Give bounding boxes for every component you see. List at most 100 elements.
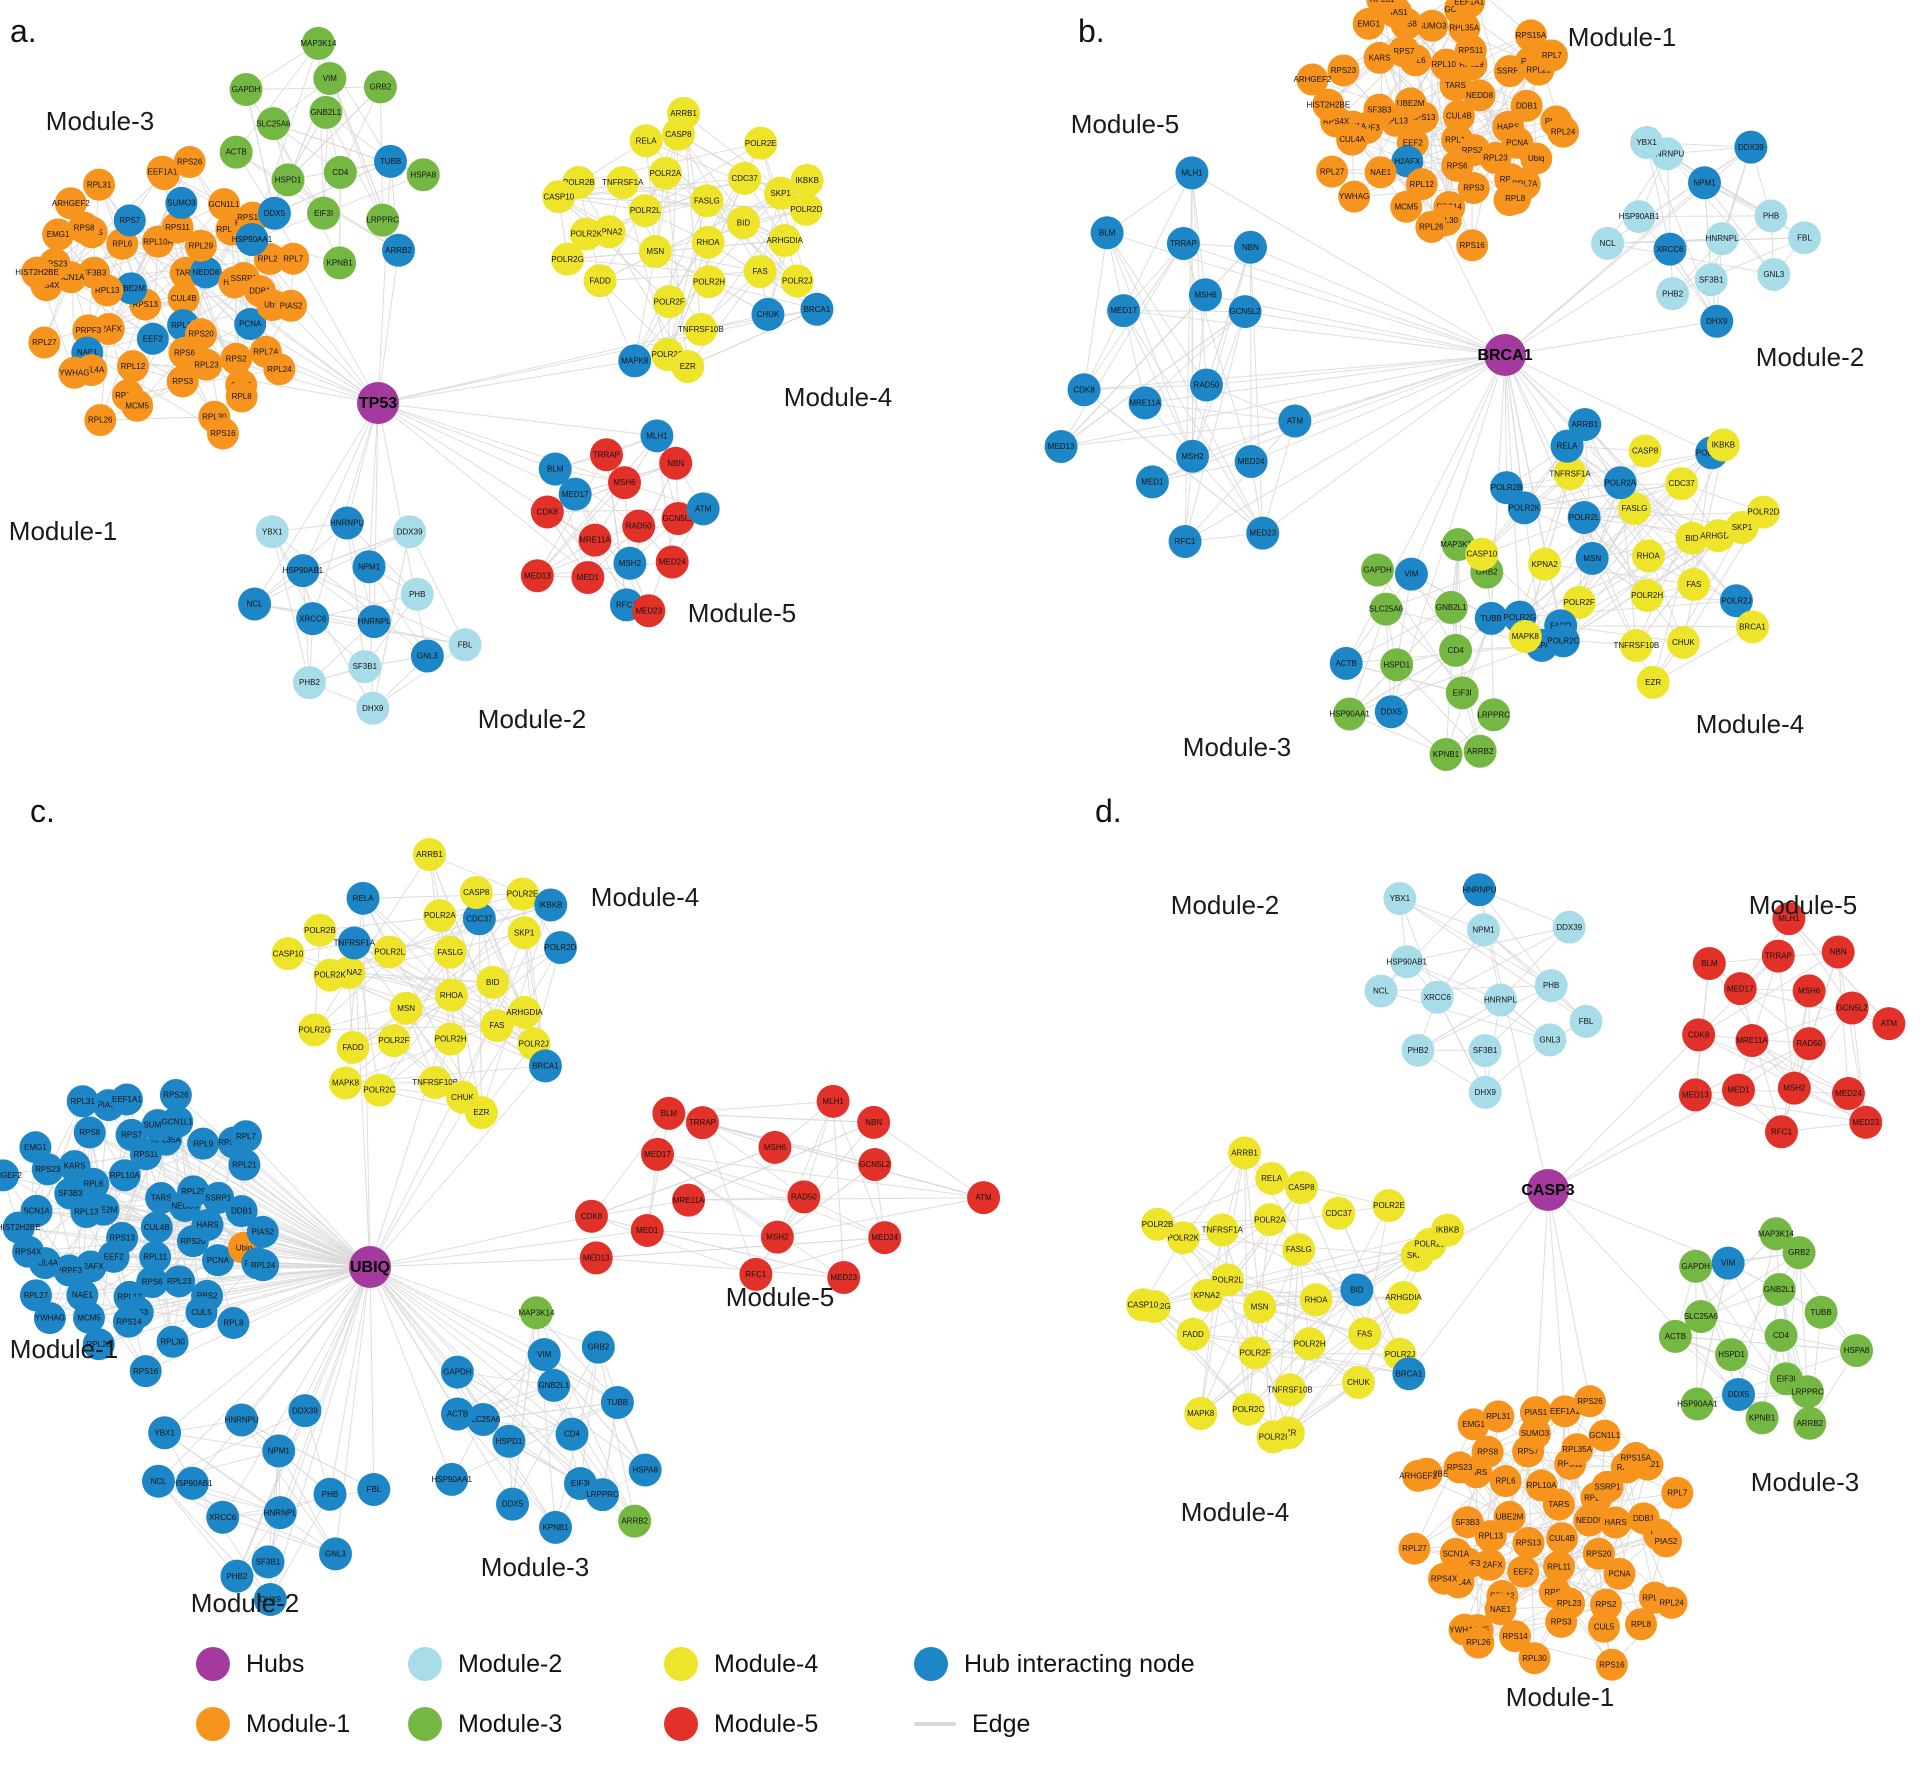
node-rps16: RPS16 [206, 417, 239, 450]
node-ezr: EZR [464, 1096, 498, 1130]
node-msh2: MSH2 [1176, 439, 1210, 473]
node-fbl: FBL [1569, 1004, 1603, 1038]
node-tnfrsf1a: TNFRSF1A [602, 166, 644, 200]
node-rpl31: RPL31 [1482, 1400, 1515, 1433]
node-rpl24: RPL24 [1655, 1586, 1688, 1619]
node-rpl7: RPL7 [229, 1120, 262, 1153]
node-cdc37: CDC37 [1322, 1196, 1356, 1230]
node-xrcc6: XRCC6 [206, 1500, 240, 1534]
edge [1157, 1152, 1245, 1225]
node-ybx1: YBX1 [1630, 125, 1664, 159]
node-sf3b1: SF3B1 [251, 1545, 285, 1579]
node-kpna2: KPNA2 [1190, 1278, 1224, 1312]
node-rps14: RPS14 [112, 1305, 145, 1338]
edge [1192, 247, 1251, 457]
node-gnb2l1: GNB2L1 [309, 95, 343, 129]
legend-label-edge: Edge [972, 1709, 1031, 1738]
node-gnb2l1: GNB2L1 [537, 1368, 571, 1402]
node-hsp90ab1: HSP90AB1 [1387, 945, 1428, 979]
legend-item-hubs: Hubs [196, 1647, 408, 1681]
hub-edge [369, 1266, 458, 1415]
node-casp10: CASP10 [1126, 1288, 1160, 1322]
node-med13: MED13 [1044, 429, 1078, 463]
hub-edge [1547, 1189, 1739, 1395]
node-ncl: NCL [238, 587, 272, 621]
edge [1695, 1266, 1698, 1405]
hub-node-ubiq: UBIQ [349, 1246, 391, 1288]
edge [1123, 310, 1264, 534]
edge [591, 1146, 776, 1217]
node-atm: ATM [686, 492, 720, 526]
edge [1777, 956, 1795, 1089]
edge [478, 918, 525, 1013]
node-chuk: CHUK [1341, 1365, 1375, 1399]
node-faslg: FASLG [690, 184, 724, 218]
hub-edge [1083, 354, 1506, 391]
hub-node-brca1: BRCA1 [1477, 334, 1533, 376]
node-rad50: RAD50 [622, 509, 656, 543]
hub-edge [1547, 1094, 1696, 1191]
node-cdk8: CDK8 [1067, 373, 1101, 407]
legend-item-module4: Module-4 [664, 1647, 914, 1681]
node-ikbkb: IKBKB [790, 163, 824, 197]
node-kpnb1: KPNB1 [323, 246, 357, 280]
edge [657, 1153, 845, 1278]
node-cd4: CD4 [1439, 633, 1473, 667]
node-arhgdia: ARHGDIA [1385, 1281, 1422, 1315]
hub-edge [369, 1266, 599, 1348]
node-ikbkb: IKBKB [534, 888, 568, 922]
edge [1154, 1306, 1249, 1410]
panel-a: CUL4BRPS13TARSRPL11UBE2MNEDD8EEF2RPL10AR… [9, 13, 892, 734]
legend-label-module5: Module-5 [714, 1709, 819, 1738]
legend-label-module2: Module-2 [458, 1649, 563, 1678]
node-dhx9: DHX9 [1700, 304, 1734, 338]
edge [245, 89, 275, 214]
hub-edge [1547, 1034, 1699, 1191]
node-ncl: NCL [1364, 974, 1398, 1008]
node-med13: MED13 [1678, 1078, 1712, 1112]
edge [1061, 420, 1295, 447]
hub-edge [137, 1266, 371, 1314]
node-kpnb1: KPNB1 [1429, 737, 1463, 771]
node-rps26: RPS26 [159, 1079, 192, 1112]
edge [1060, 243, 1184, 447]
edge [1695, 1043, 1810, 1096]
hub-label: CASP3 [1521, 1182, 1574, 1199]
edge [1489, 1553, 1599, 1566]
hub-edge [369, 1215, 592, 1268]
edge [1639, 215, 1772, 218]
edge [1731, 1252, 1800, 1355]
node-rpl27: RPL27 [1316, 155, 1349, 188]
hub-edge [86, 1211, 371, 1268]
node-rfc1: RFC1 [1168, 524, 1202, 558]
node-rps23: RPS23 [1443, 1451, 1476, 1484]
edge [1695, 1094, 1866, 1123]
hub-edge [233, 1266, 371, 1324]
edge [451, 1402, 618, 1480]
hub-edge [1106, 232, 1506, 356]
node-bid: BID [476, 965, 510, 999]
node-polr2j: POLR2J [780, 264, 814, 298]
node-msn: MSN [389, 991, 423, 1025]
node-ncl: NCL [141, 1464, 175, 1498]
node-rps16: RPS16 [1595, 1648, 1628, 1681]
node-gnl3: GNL3 [1533, 1023, 1567, 1057]
edge [647, 1229, 778, 1238]
node-xrcc6: XRCC6 [296, 602, 330, 636]
node-rpl31: RPL31 [66, 1085, 99, 1118]
edge [158, 1480, 238, 1577]
node-polr2l: POLR2L [373, 935, 407, 969]
node-trrap: TRRAP [589, 438, 623, 472]
edge [302, 570, 466, 646]
node-ddx5: DDX5 [1721, 1377, 1755, 1411]
edge [1249, 247, 1252, 462]
node-sf3b1: SF3B1 [1694, 263, 1728, 297]
edge [241, 1419, 375, 1490]
node-med24: MED24 [1831, 1077, 1865, 1111]
node-polr2l: POLR2L [628, 194, 662, 228]
node-rps16: RPS16 [1456, 229, 1489, 262]
edge [665, 172, 785, 241]
edge [657, 1153, 984, 1199]
node-hspd1: HSPD1 [271, 163, 305, 197]
node-rpl8: RPL8 [217, 1307, 250, 1340]
